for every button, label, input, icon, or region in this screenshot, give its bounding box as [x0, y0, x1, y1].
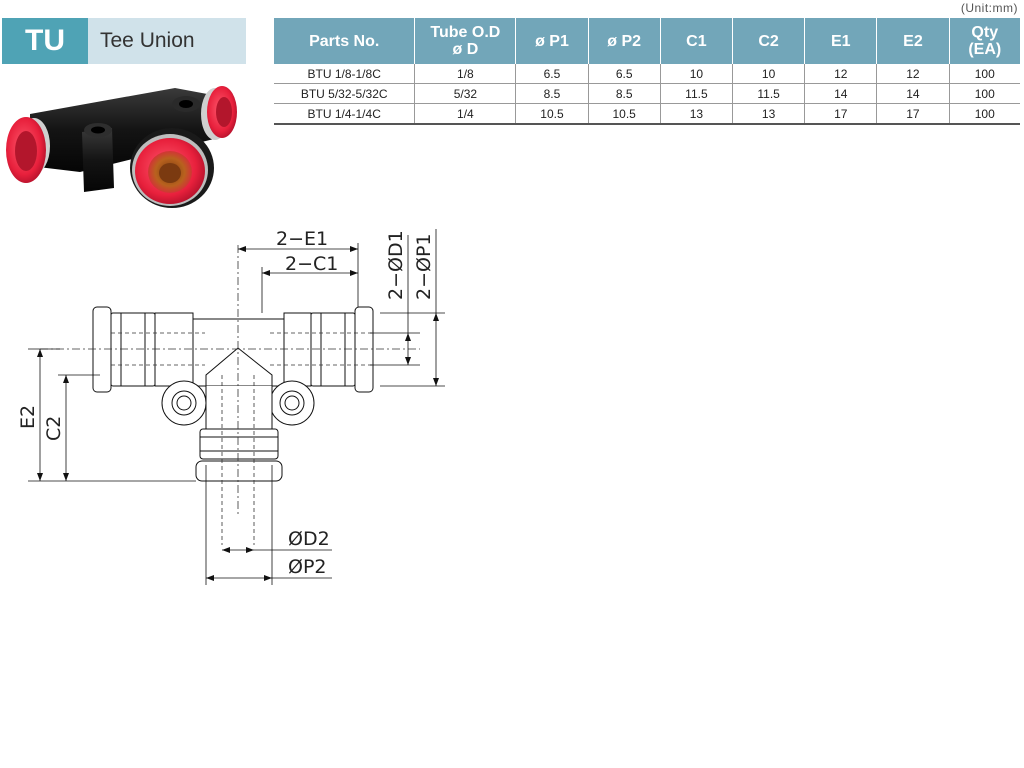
table-cell: 11.5 — [731, 83, 805, 104]
table-cell: 100 — [948, 64, 1020, 84]
table-cell: 6.5 — [515, 64, 589, 84]
table-row: BTU 1/8-1/8C 1/8 6.5 6.5 10 10 12 12 100 — [274, 64, 1020, 84]
product-code: TU — [2, 18, 88, 64]
header-cell: ø P2 — [587, 18, 661, 64]
table-cell: 1/8 — [414, 64, 516, 84]
table-cell: 17 — [876, 103, 950, 124]
drawing-outline — [92, 306, 374, 482]
label-e2: E2 — [17, 405, 39, 429]
table-cell: 13 — [731, 103, 805, 124]
header-cell: E1 — [804, 18, 877, 64]
center-lines — [40, 245, 420, 515]
table-cell: 100 — [948, 103, 1020, 124]
table-row: BTU 1/4-1/4C 1/4 10.5 10.5 13 13 17 17 1… — [274, 103, 1020, 124]
table-cell: 10 — [731, 64, 805, 84]
product-photo — [6, 86, 237, 208]
unit-note: (Unit:mm) — [960, 1, 1018, 15]
table-row: BTU 5/32-5/32C 5/32 8.5 8.5 11.5 11.5 14… — [274, 83, 1020, 104]
header-cell: C2 — [731, 18, 805, 64]
table-cell: 8.5 — [515, 83, 589, 104]
table-cell: BTU 5/32-5/32C — [274, 83, 415, 104]
table-cell: 10.5 — [587, 103, 661, 124]
product-title-block: TU Tee Union — [2, 18, 246, 64]
table-cell: 12 — [804, 64, 877, 84]
table-cell: 14 — [804, 83, 877, 104]
label-c2: C2 — [43, 416, 65, 441]
table-cell: 100 — [948, 83, 1020, 104]
product-name: Tee Union — [88, 18, 246, 64]
label-p2: ØP2 — [288, 556, 327, 578]
table-cell: 13 — [659, 103, 733, 124]
hidden-lines — [111, 332, 375, 545]
header-cell: Qty(EA) — [948, 18, 1020, 64]
table-cell: 11.5 — [659, 83, 733, 104]
technical-drawing: 2−E1 2−C1 2−ØD1 2−ØP1 E2 C2 ØD2 ØP2 — [17, 228, 445, 585]
header-cell: Parts No. — [274, 18, 415, 64]
table-cell: 10 — [659, 64, 733, 84]
table-cell: BTU 1/4-1/4C — [307, 106, 381, 121]
label-2-d1: 2−ØD1 — [385, 230, 407, 300]
header-cell: ø P1 — [515, 18, 589, 64]
label-2-p1: 2−ØP1 — [413, 233, 435, 300]
table-cell: BTU 1/8-1/8C — [274, 64, 415, 84]
header-cell: E2 — [876, 18, 950, 64]
table-cell: 1/4 — [414, 103, 516, 124]
dimension-arrows — [37, 246, 439, 581]
header-cell: C1 — [659, 18, 733, 64]
table-cell: 14 — [876, 83, 950, 104]
label-2-c1: 2−C1 — [285, 253, 338, 275]
table-cell: 5/32 — [414, 83, 516, 104]
table-cell: 10.5 — [515, 103, 589, 124]
dimension-lines — [28, 229, 445, 585]
table-cell: 8.5 — [587, 83, 661, 104]
label-d2: ØD2 — [288, 528, 330, 550]
table-cell: 6.5 — [587, 64, 661, 84]
label-2-e1: 2−E1 — [276, 228, 328, 250]
table-cell: 12 — [876, 64, 950, 84]
table-cell: 17 — [804, 103, 877, 124]
